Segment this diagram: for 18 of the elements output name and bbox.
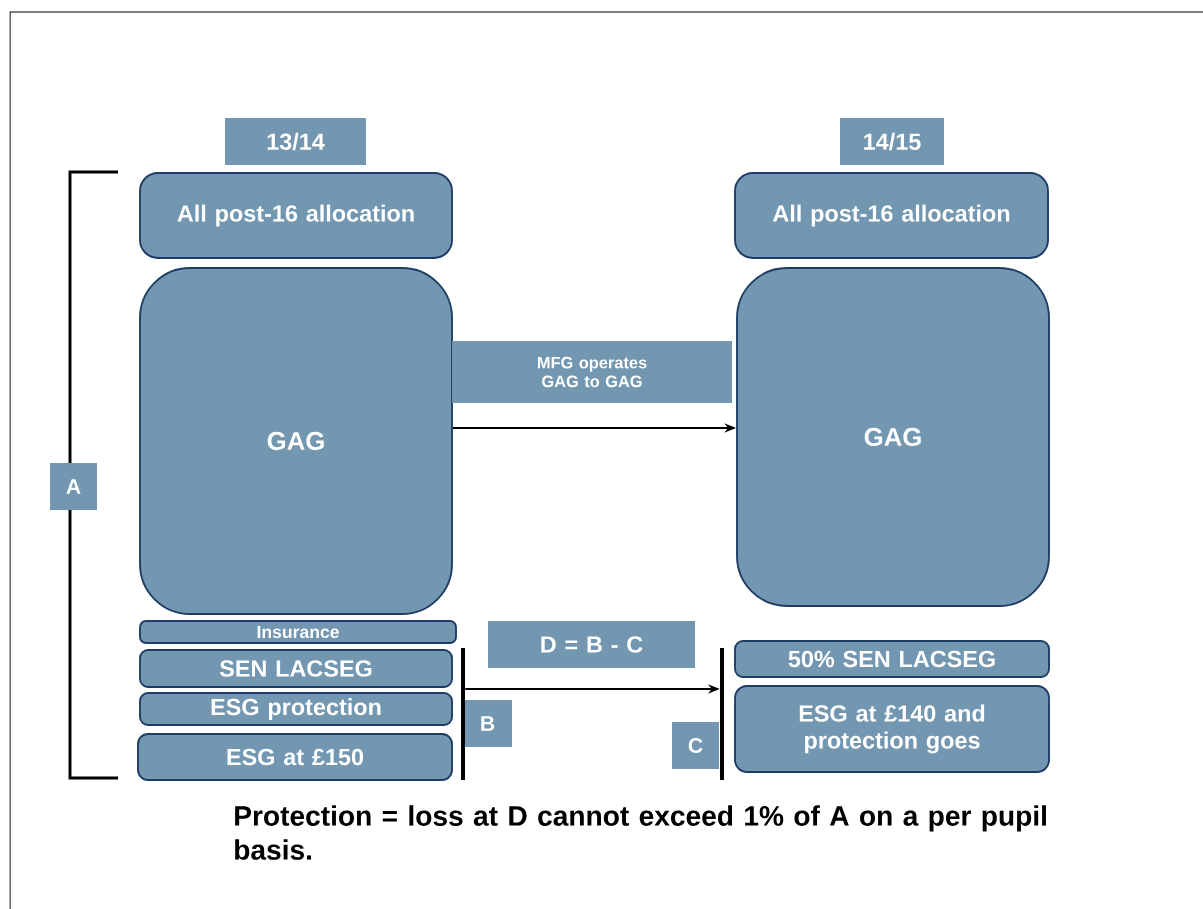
label-box: 13/14 [225,118,366,165]
rounded-box: All post-16 allocation [139,172,453,259]
rounded-box: ESG at £150 [137,733,453,781]
label-box: 14/15 [840,118,944,165]
caption: Protection = loss at D cannot exceed 1% of A on a per pupil basis. [235,805,1046,860]
rounded-box: ESG at £140 and protection goes [734,685,1050,773]
rounded-box: 50% SEN LACSEG [734,640,1050,678]
rounded-box: ESG protection [139,692,453,726]
rounded-box: GAG [139,267,453,615]
label-box: C [672,722,719,769]
label-box: A [50,463,97,510]
rounded-box: GAG [736,267,1050,607]
rounded-box: All post-16 allocation [734,172,1049,259]
edge-label: MFG operates GAG to GAG [452,341,732,403]
rounded-box: Insurance [139,620,457,644]
edge-label: D = B - C [488,621,695,668]
label-box: B [463,700,512,747]
rounded-box: SEN LACSEG [139,649,453,688]
